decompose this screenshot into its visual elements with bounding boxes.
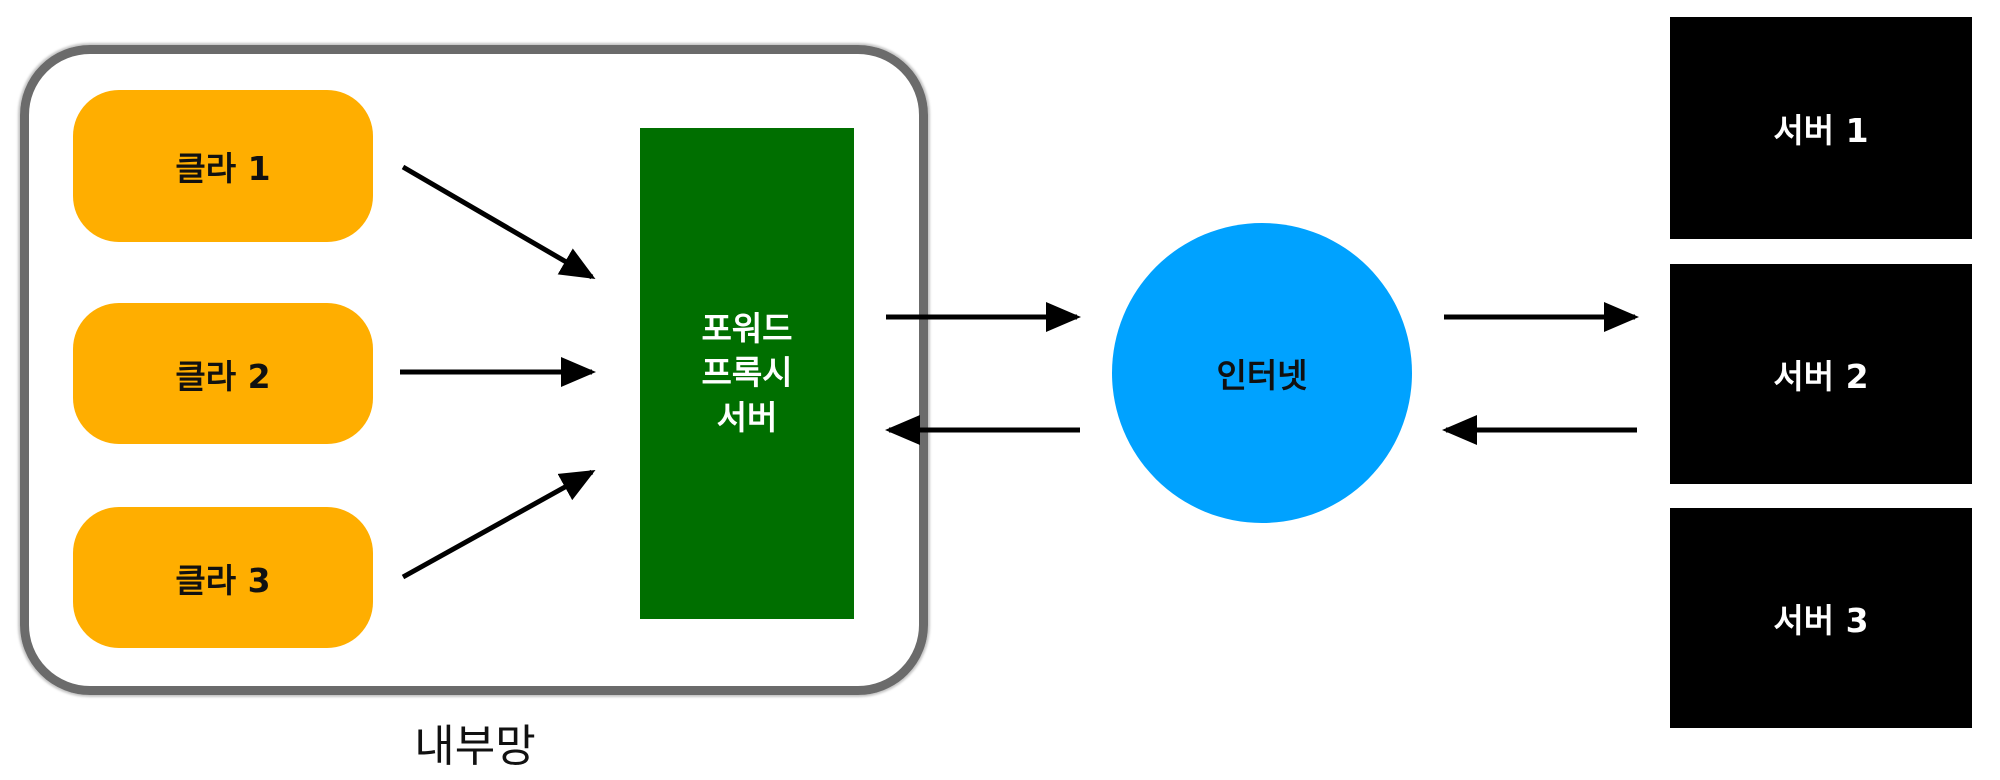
client-3-node: 클라 3 (73, 507, 373, 648)
forward-proxy-server-node: 포워드 프록시 서버 (640, 128, 854, 619)
client-1-node: 클라 1 (73, 90, 373, 242)
client-2-node: 클라 2 (73, 303, 373, 444)
arrow-client1-to-proxy (401, 164, 596, 280)
server-3-node: 서버 3 (1670, 508, 1972, 728)
internal-network-label: 내부망 (414, 721, 536, 772)
server-2-node: 서버 2 (1670, 264, 1972, 484)
arrow-client3-to-proxy (401, 469, 596, 580)
internal-network-boundary (20, 45, 928, 695)
internet-node: 인터넷 (1112, 223, 1412, 523)
server-1-node: 서버 1 (1670, 17, 1972, 239)
